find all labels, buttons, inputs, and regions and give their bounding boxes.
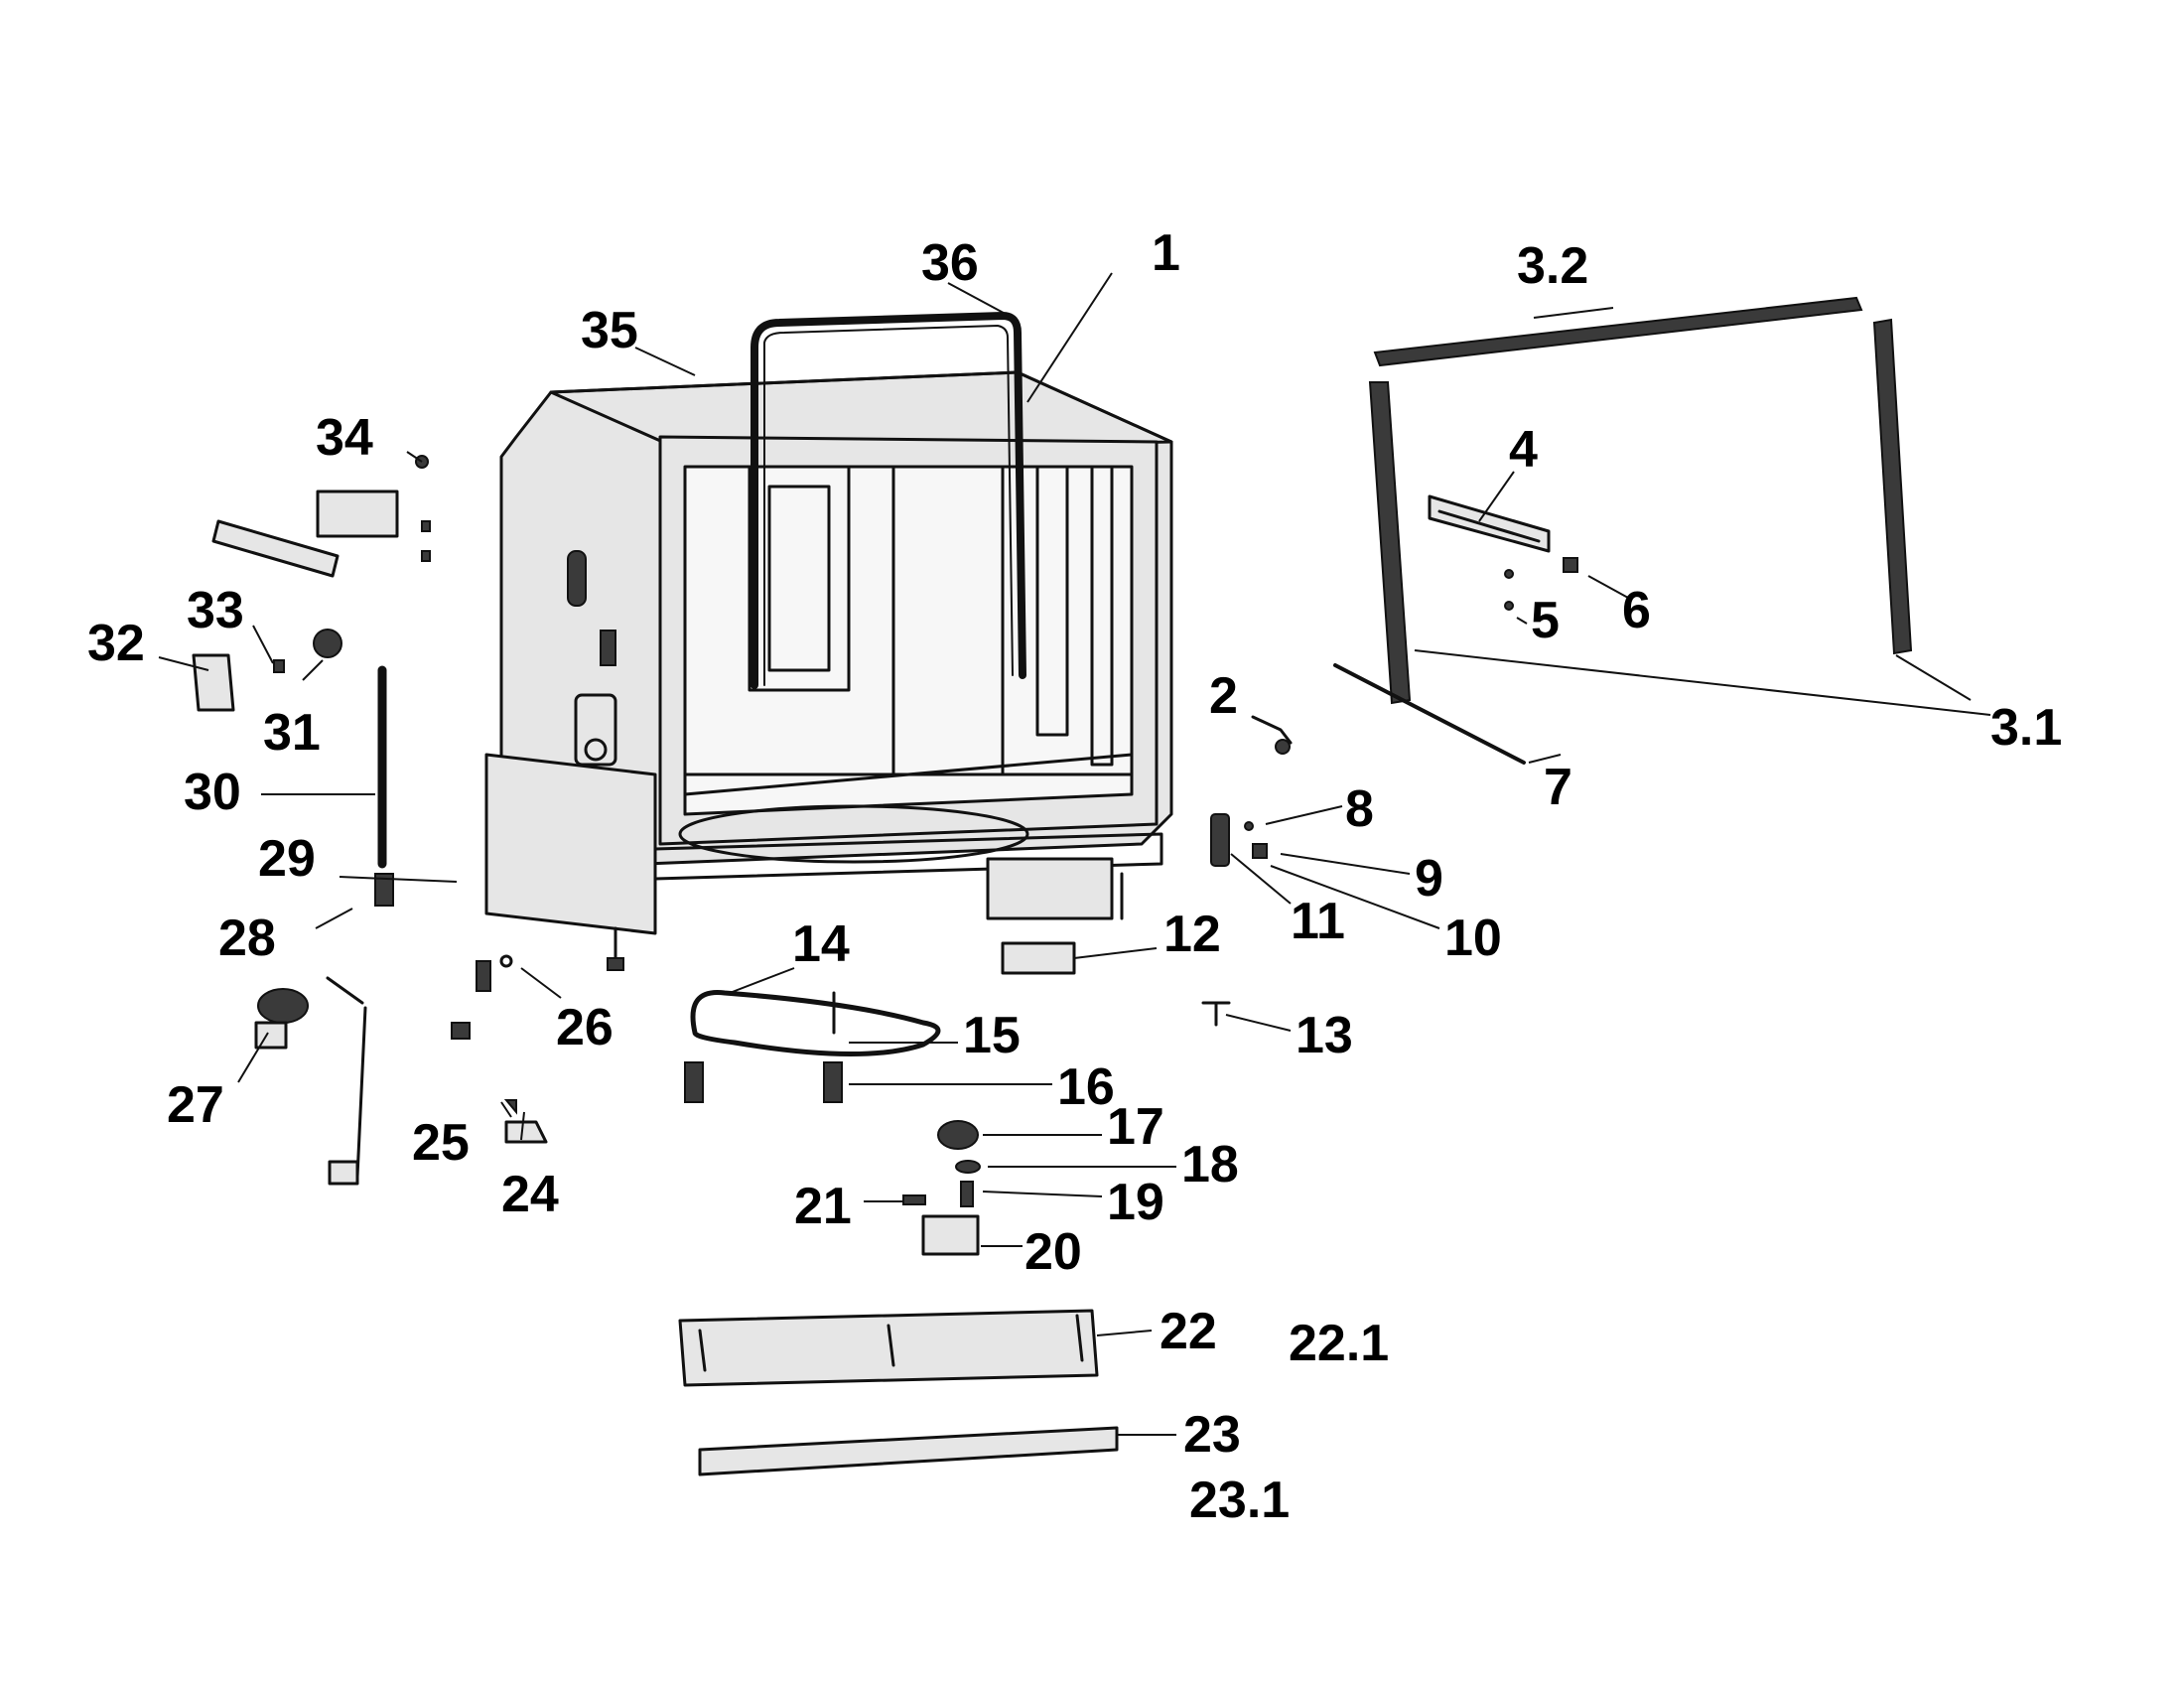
callout-11: 11 <box>1291 893 1345 950</box>
callout-29: 29 <box>258 830 316 888</box>
top-trim <box>1373 296 1863 367</box>
callout-34: 34 <box>316 409 373 467</box>
bracket <box>1428 494 1578 611</box>
callout-16: 16 <box>1057 1058 1115 1116</box>
small-parts-right <box>1001 715 1293 1027</box>
callout-33: 33 <box>187 582 244 639</box>
callout-1: 1 <box>1152 224 1180 282</box>
callout-23: 23 <box>1183 1406 1241 1464</box>
callout-36: 36 <box>921 234 979 292</box>
toe-kick <box>698 1426 1119 1476</box>
callout-4: 4 <box>1509 421 1538 479</box>
callout-35: 35 <box>581 302 638 359</box>
callout-10: 10 <box>1444 910 1502 967</box>
callout-5: 5 <box>1531 592 1560 649</box>
rod <box>1333 663 1526 765</box>
side-trim-right <box>1872 318 1913 655</box>
callout-17: 17 <box>1107 1098 1164 1156</box>
callout-23-1: 23.1 <box>1189 1472 1290 1529</box>
callout-30: 30 <box>184 764 241 821</box>
callout-15: 15 <box>963 1007 1021 1064</box>
side-trim-left <box>1368 381 1412 705</box>
callout-25: 25 <box>412 1114 470 1172</box>
callout-20: 20 <box>1024 1223 1082 1281</box>
callout-21: 21 <box>794 1178 852 1235</box>
tub-assembly <box>484 370 1173 971</box>
callout-13: 13 <box>1296 1007 1353 1064</box>
callout-9: 9 <box>1415 850 1443 908</box>
lower-panel <box>678 1309 1099 1387</box>
callout-12: 12 <box>1163 906 1221 963</box>
callout-26: 26 <box>556 999 614 1056</box>
callout-2: 2 <box>1209 667 1238 725</box>
callout-18: 18 <box>1181 1136 1239 1193</box>
callout-14: 14 <box>792 915 850 973</box>
callout-6: 6 <box>1622 582 1651 639</box>
callout-3-2: 3.2 <box>1517 237 1588 295</box>
callout-19: 19 <box>1107 1174 1164 1231</box>
callout-7: 7 <box>1544 759 1572 816</box>
callout-28: 28 <box>218 910 276 967</box>
spray-hose <box>684 990 941 1103</box>
callout-24: 24 <box>501 1166 559 1223</box>
callout-8: 8 <box>1345 780 1374 838</box>
callout-3-1: 3.1 <box>1990 699 2062 757</box>
callout-22: 22 <box>1160 1303 1217 1360</box>
callout-labels: 1 2 3.1 3.2 4 5 6 7 8 9 10 11 12 13 14 1… <box>87 224 2062 1529</box>
callout-22-1: 22.1 <box>1289 1315 1389 1372</box>
small-parts-left <box>192 455 548 1186</box>
door-gasket <box>751 312 1026 689</box>
callout-27: 27 <box>167 1076 224 1134</box>
pump-parts <box>902 1120 981 1256</box>
leader-lines <box>158 272 1991 1436</box>
callout-31: 31 <box>263 704 321 762</box>
callout-32: 32 <box>87 615 145 672</box>
